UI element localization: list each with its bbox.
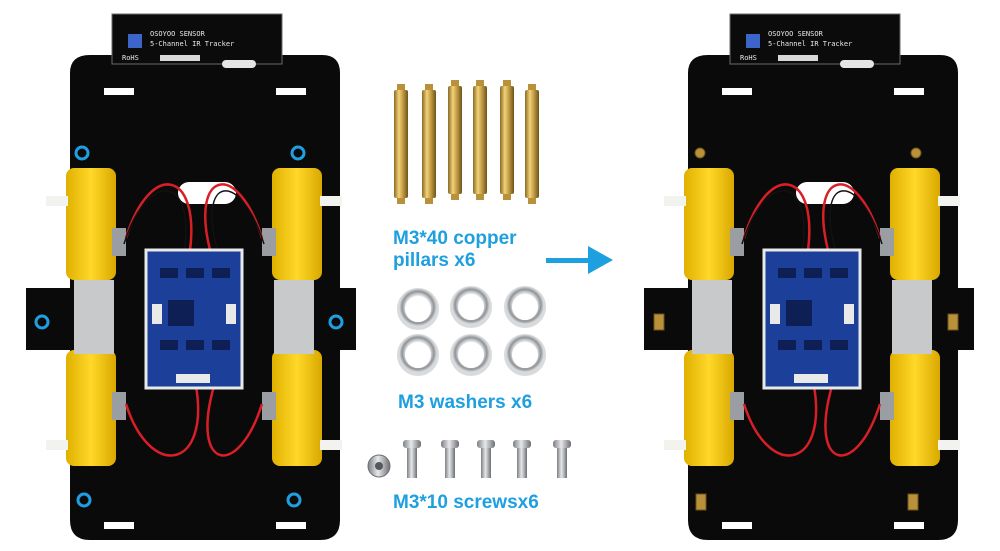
right-arrow-icon <box>546 246 613 274</box>
sensor-mark-left: RoHS <box>122 54 139 62</box>
screw <box>513 440 531 478</box>
washer <box>504 286 546 328</box>
washer <box>450 334 492 376</box>
mounting-holes <box>34 145 344 508</box>
sensor-brand-right: OSOYOO SENSOR <box>768 30 824 38</box>
copper-pillar <box>448 80 462 200</box>
sensor-model-left: 5-Channel IR Tracker <box>150 40 234 48</box>
screw <box>477 440 495 478</box>
washer <box>504 334 546 376</box>
washer <box>397 334 439 376</box>
pillars-caption: M3*40 copper pillars x6 <box>393 228 517 272</box>
copper-pillar <box>500 80 514 200</box>
screws-caption: M3*10 screwsx6 <box>393 492 539 513</box>
screw <box>553 440 571 478</box>
copper-pillar <box>473 80 487 200</box>
washers <box>397 286 546 376</box>
copper-pillar <box>525 84 539 204</box>
copper-pillar <box>422 84 436 204</box>
installed-pillars <box>653 147 959 511</box>
washers-caption: M3 washers x6 <box>398 392 533 413</box>
copper-pillar <box>394 84 408 204</box>
screw <box>441 440 459 478</box>
sensor-model-right: 5-Channel IR Tracker <box>768 40 852 48</box>
screw-head-top-view <box>367 454 391 478</box>
sensor-brand-left: OSOYOO SENSOR <box>150 30 206 38</box>
sensor-mark-right: RoHS <box>740 54 757 62</box>
chassis-before: OSOYOO SENSOR 5-Channel IR Tracker RoHS <box>24 12 358 542</box>
pillars-caption-line1: M3*40 copper <box>393 228 517 249</box>
screws <box>367 440 571 478</box>
copper-pillars <box>394 80 539 204</box>
screw <box>403 440 421 478</box>
chassis-after: OSOYOO SENSOR 5-Channel IR Tracker RoHS <box>642 12 976 542</box>
washer <box>450 286 492 328</box>
washer <box>397 288 439 330</box>
pillars-caption-line2: pillars x6 <box>393 250 476 271</box>
